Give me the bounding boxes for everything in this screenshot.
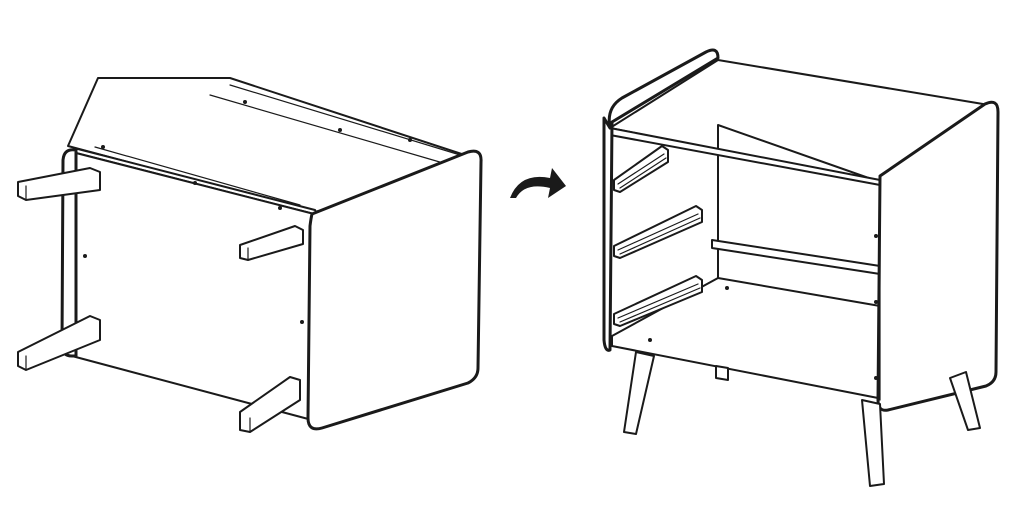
screw-hole [725, 286, 729, 290]
screw-hole [338, 128, 342, 132]
screw-hole [874, 300, 878, 304]
side-panel-left [602, 48, 720, 352]
leg-back-left [715, 365, 729, 381]
cabinet-upright [602, 48, 1000, 487]
leg-front-left [17, 167, 101, 201]
screw-hole [101, 145, 105, 149]
screw-hole [278, 206, 282, 210]
leg-back-left [17, 315, 101, 371]
screw-hole [193, 181, 197, 185]
leg-front-left [623, 351, 655, 435]
screw-hole [300, 320, 304, 324]
screw-hole [83, 254, 87, 258]
screw-hole [408, 138, 412, 142]
screw-hole [243, 100, 247, 104]
drawer-rail-top [613, 145, 669, 193]
leg-back-right [949, 371, 981, 431]
screw-hole [874, 234, 878, 238]
leg-back-right [239, 376, 301, 433]
side-panel-right [306, 149, 483, 431]
screw-hole [648, 338, 652, 342]
leg-front-right [239, 225, 304, 261]
rotate-arrow-icon [510, 168, 566, 198]
drawer-rail-middle [613, 205, 703, 259]
leg-front-right [861, 399, 885, 487]
drawer-rail-bottom [613, 275, 703, 327]
screw-hole [874, 376, 878, 380]
cabinet-upside-down [17, 77, 483, 433]
